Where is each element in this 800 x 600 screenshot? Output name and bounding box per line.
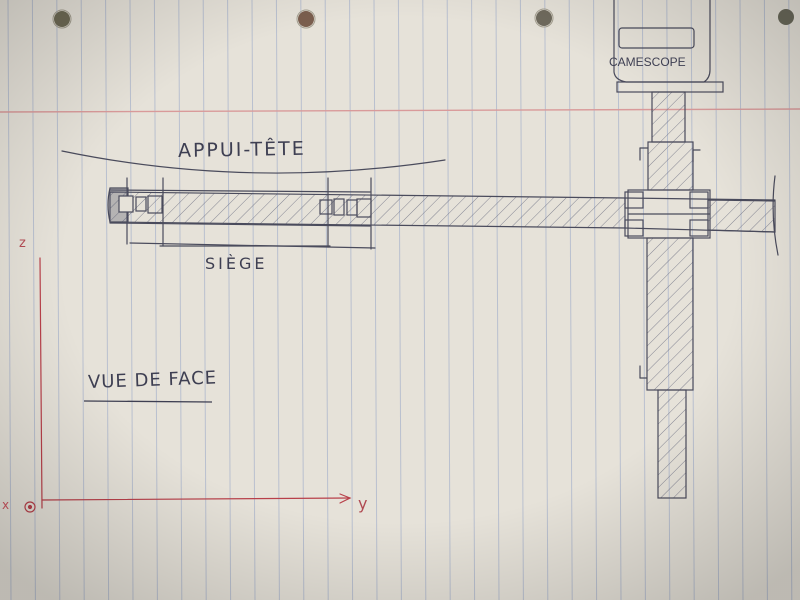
axis-y-label: y — [358, 494, 370, 513]
axis-x-label: x — [2, 498, 12, 512]
front-view-title: VUE DE FACE — [87, 367, 218, 393]
seat-label: SIÈGE — [205, 254, 268, 273]
headrest-label: APPUI-TÊTE — [177, 137, 306, 162]
camcorder-label: CAMESCOPE — [609, 55, 686, 69]
axis-z-label: z — [19, 236, 28, 251]
